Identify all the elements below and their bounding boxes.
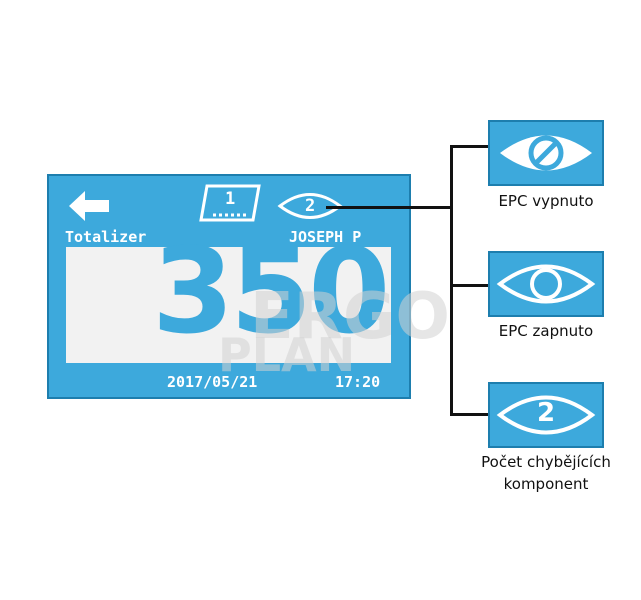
station-number: 1 bbox=[225, 189, 236, 209]
connector-branch-bottom bbox=[450, 413, 488, 416]
legend-box-epc-off bbox=[488, 120, 604, 186]
date-readout: 2017/05/21 bbox=[167, 373, 258, 391]
time-readout: 17:20 bbox=[335, 373, 381, 391]
value-screen bbox=[66, 247, 391, 363]
legend-missing-count: 2 bbox=[536, 398, 556, 428]
eye-crossed-icon bbox=[500, 135, 592, 171]
connector-branch-top bbox=[450, 145, 488, 148]
station-number-icon bbox=[199, 184, 261, 222]
connector-horizontal bbox=[326, 206, 452, 209]
legend-label-epc-on: EPC zapnuto bbox=[498, 322, 594, 340]
eye-open-icon bbox=[496, 264, 596, 304]
mode-label: Totalizer bbox=[65, 228, 147, 246]
lcd-display: 1 2 Totalizer JOSEPH P 2017/05/21 17:20 bbox=[47, 174, 411, 399]
missing-components-count: 2 bbox=[305, 196, 316, 216]
legend-box-epc-on bbox=[488, 251, 604, 317]
legend-label-missing: Počet chybějících komponent bbox=[471, 451, 621, 495]
connector-vertical bbox=[450, 145, 453, 415]
legend-label-missing-line1: Počet chybějících bbox=[481, 453, 611, 471]
legend-label-missing-line2: komponent bbox=[503, 475, 589, 493]
legend-label-epc-off: EPC vypnuto bbox=[498, 192, 594, 210]
eye-number-icon bbox=[496, 395, 596, 435]
back-arrow-icon[interactable] bbox=[67, 188, 111, 224]
watermark-ergo: ERGO bbox=[250, 280, 450, 354]
connector-branch-middle bbox=[450, 284, 488, 287]
operator-name: JOSEPH P bbox=[289, 228, 362, 246]
total-value: 350 bbox=[152, 222, 390, 360]
legend-box-missing: 2 bbox=[488, 382, 604, 448]
watermark-plan: PLAN bbox=[218, 328, 356, 382]
